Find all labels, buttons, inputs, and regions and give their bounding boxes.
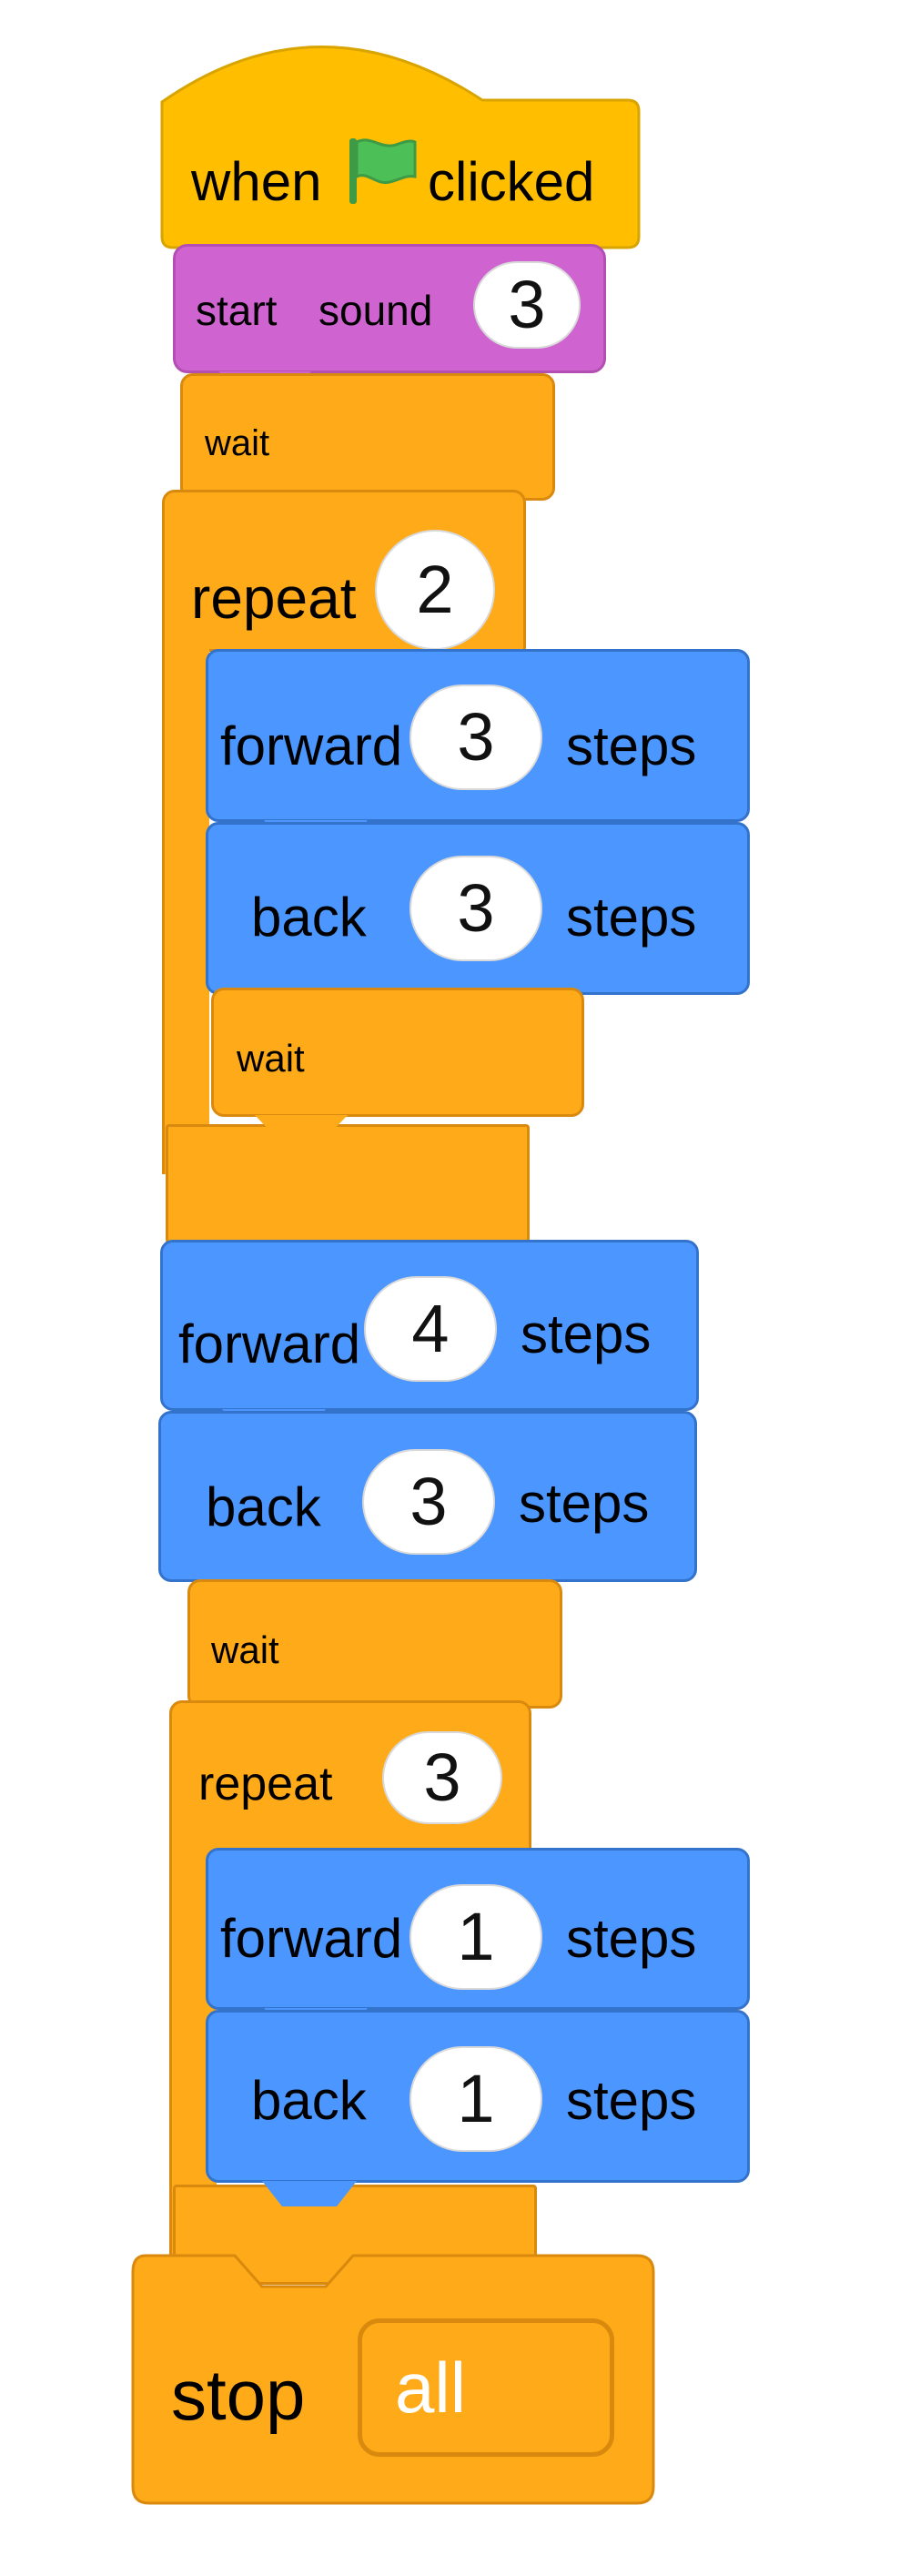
- forward-label: forward: [178, 1313, 361, 1374]
- repeat-1-bottom-arm: [166, 1124, 530, 1252]
- steps-label: steps: [566, 2070, 697, 2131]
- forward-label: forward: [220, 715, 403, 776]
- clicked-label: clicked: [428, 151, 595, 212]
- steps-label: steps: [566, 1908, 697, 1969]
- wait-block-1-body: [180, 373, 555, 501]
- wait-label: wait: [211, 1628, 279, 1671]
- sound-number-input[interactable]: 3: [473, 261, 581, 349]
- steps-label: steps: [521, 1303, 652, 1364]
- back-steps-input[interactable]: 1: [410, 2046, 542, 2152]
- stop-label: stop: [171, 2355, 306, 2435]
- forward-steps-input[interactable]: 1: [410, 1884, 542, 1990]
- wait-block-inner-notch: [255, 1115, 348, 1136]
- back-block-3-notch: [262, 2181, 357, 2206]
- steps-label: steps: [566, 715, 697, 776]
- back-label: back: [251, 887, 367, 948]
- forward-steps-input[interactable]: 3: [410, 685, 542, 790]
- repeat-1-side-bar: [162, 628, 209, 1174]
- back-label: back: [251, 2070, 367, 2131]
- sound-label: sound: [318, 287, 433, 334]
- repeat-count-input[interactable]: 3: [382, 1731, 502, 1824]
- green-flag-icon[interactable]: [346, 135, 419, 206]
- repeat-count-input[interactable]: 2: [375, 530, 495, 650]
- steps-label: steps: [519, 1473, 650, 1534]
- start-label: start: [196, 287, 278, 334]
- forward-label: forward: [220, 1908, 403, 1969]
- stop-option-dropdown[interactable]: all: [358, 2318, 614, 2457]
- when-label: when: [191, 151, 322, 212]
- steps-label: steps: [566, 887, 697, 948]
- repeat-label: repeat: [198, 1758, 333, 1810]
- wait-label: wait: [237, 1037, 305, 1080]
- stop-option-value: all: [395, 2347, 467, 2428]
- forward-steps-input[interactable]: 4: [364, 1276, 497, 1382]
- wait-block-2-body: [187, 1579, 562, 1709]
- back-steps-input[interactable]: 3: [410, 856, 542, 961]
- back-steps-input[interactable]: 3: [362, 1449, 495, 1555]
- wait-label: wait: [205, 423, 270, 463]
- repeat-label: repeat: [191, 565, 357, 631]
- wait-block-inner-body: [211, 988, 584, 1117]
- back-label: back: [206, 1476, 321, 1537]
